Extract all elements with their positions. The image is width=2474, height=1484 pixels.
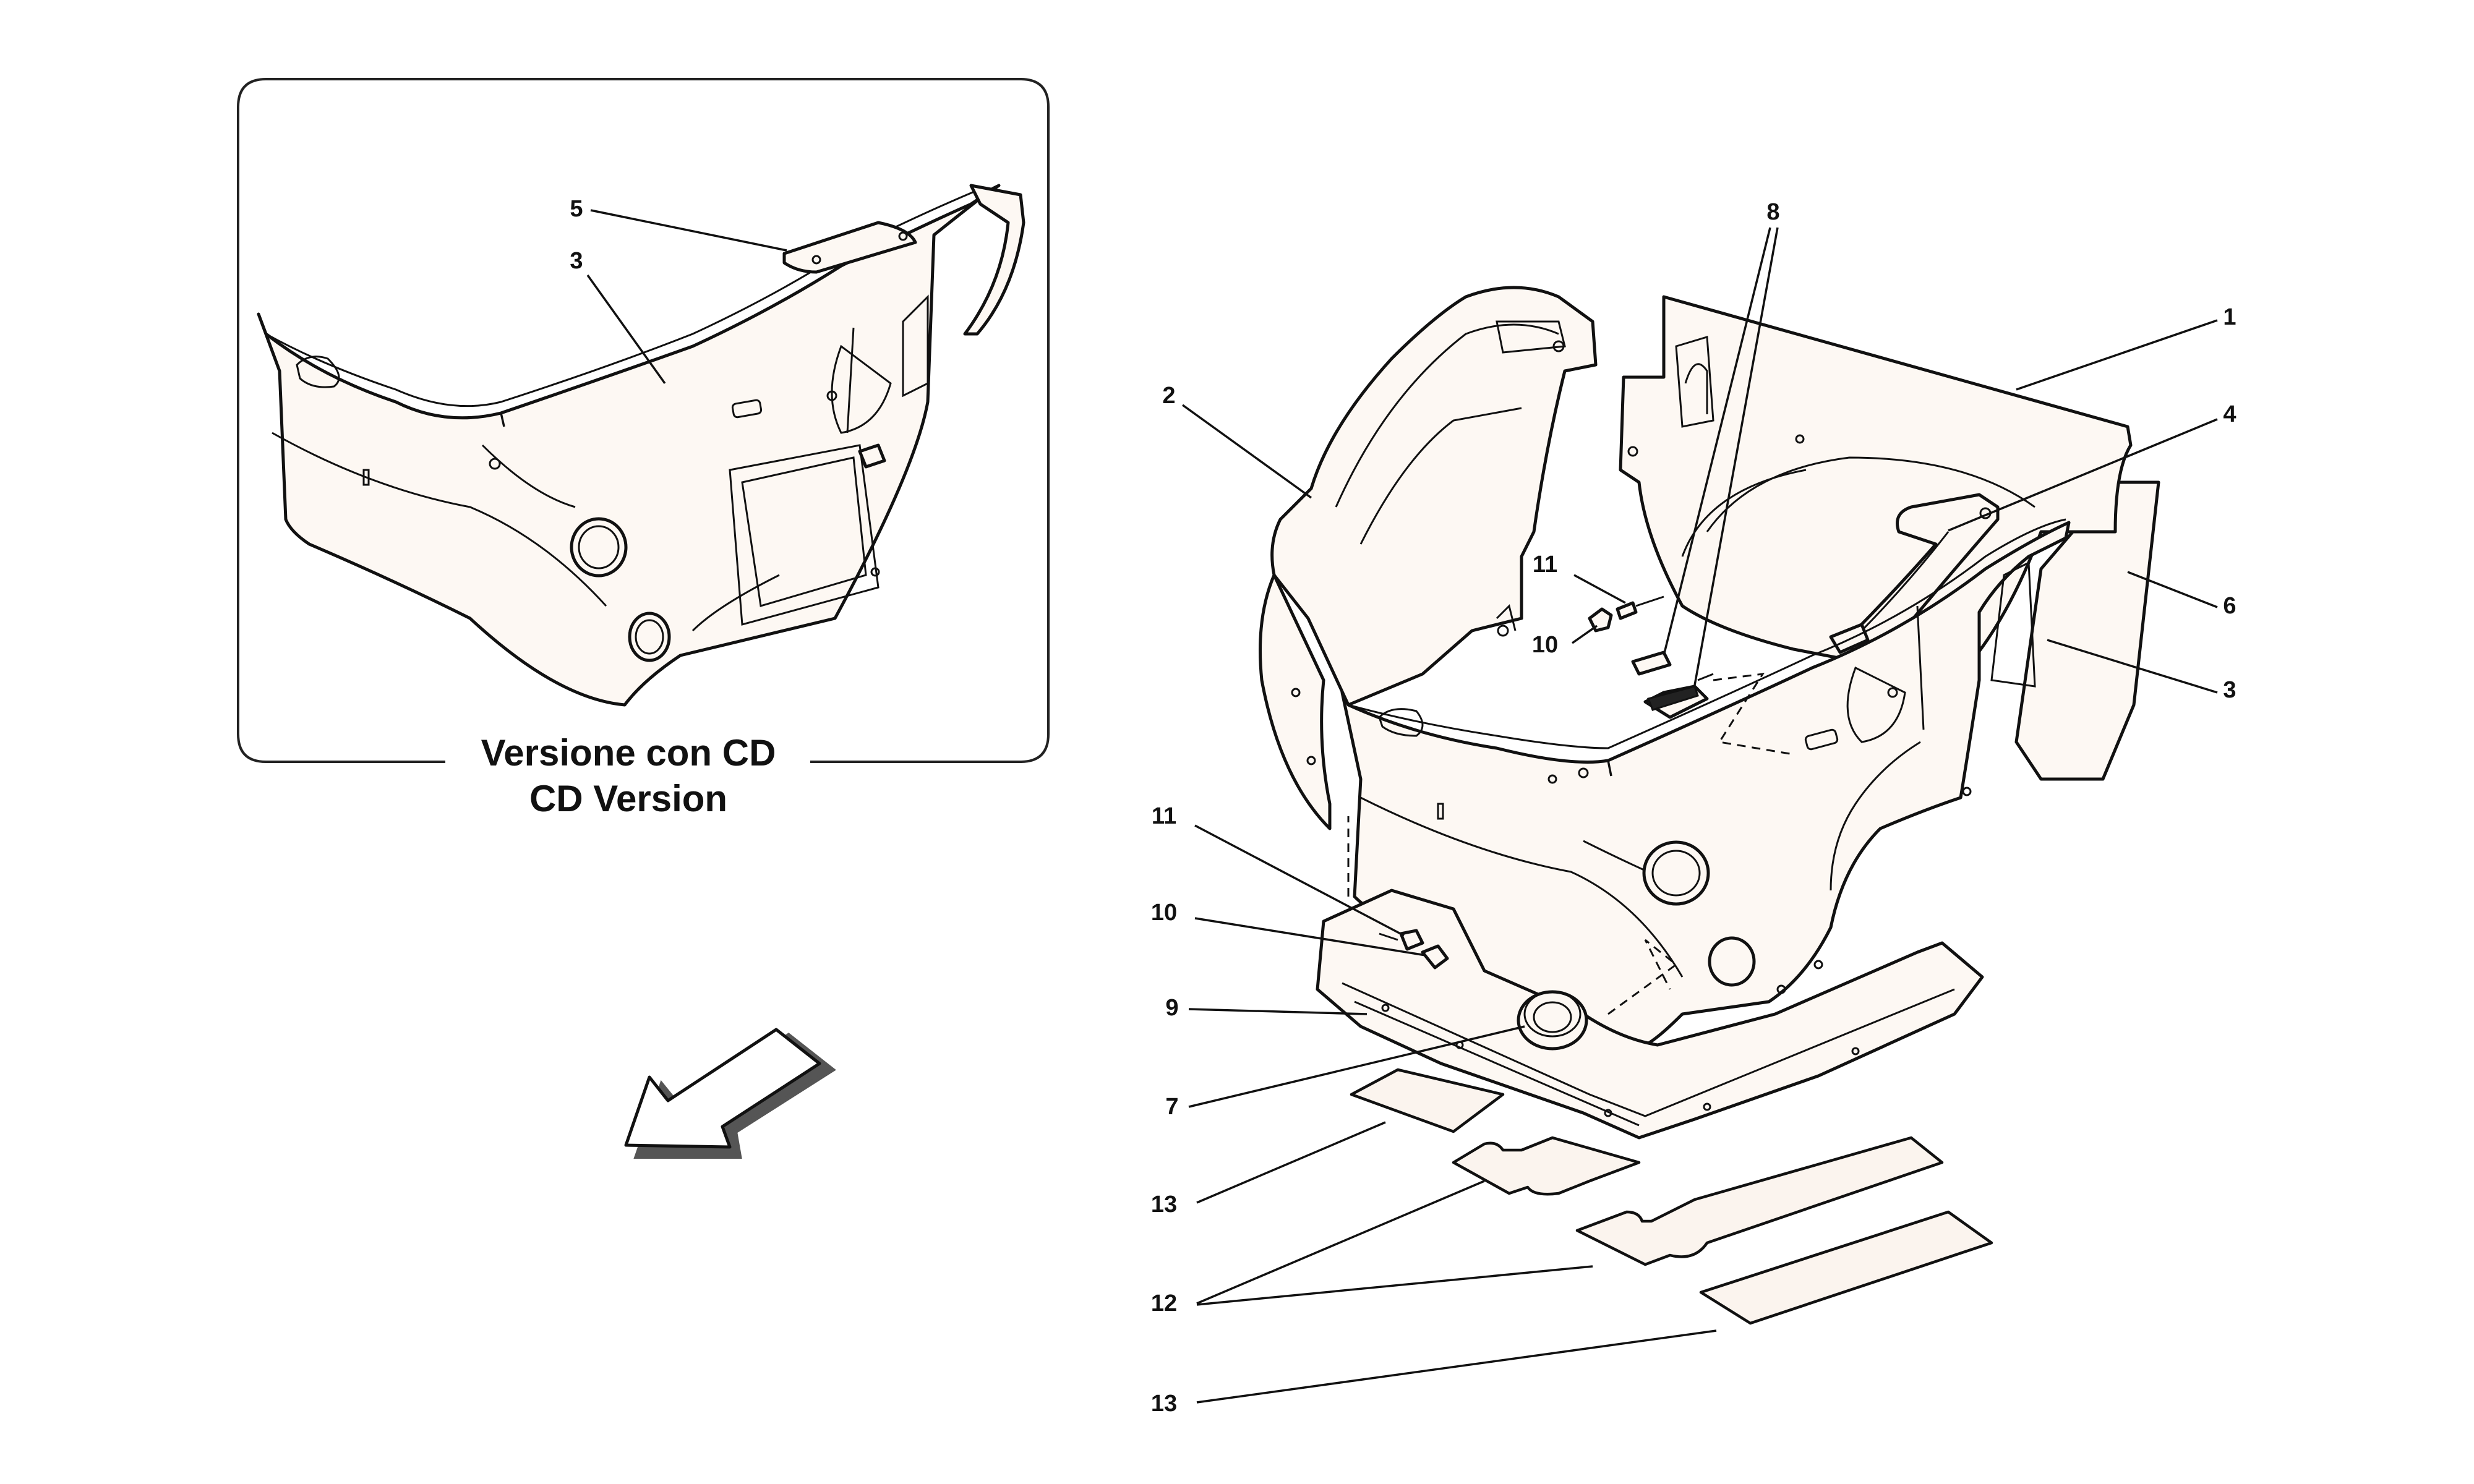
svg-text:9: 9: [1165, 995, 1178, 1021]
svg-text:10: 10: [1151, 900, 1177, 926]
part-13-pad-upper: [1350, 1068, 1505, 1133]
fastener-lower: [1379, 929, 1449, 970]
inset-caption-english: CD Version: [529, 778, 727, 819]
inset-trim-panel-drawing: [257, 184, 1025, 707]
fastener-upper: [1588, 595, 1664, 633]
callout-8: 8: [1663, 199, 1780, 686]
callout-3-main: 3: [2047, 639, 2236, 703]
inset-caption-italian: Versione con CD: [481, 732, 776, 774]
part-13-pad-lower: [1699, 1210, 1993, 1325]
svg-text:5: 5: [570, 196, 583, 222]
svg-text:4: 4: [2223, 401, 2236, 427]
svg-text:13: 13: [1151, 1192, 1177, 1217]
svg-text:12: 12: [1151, 1290, 1177, 1316]
part-2-left-panel: [1259, 286, 1598, 830]
svg-text:3: 3: [2223, 677, 2236, 703]
svg-text:11: 11: [1152, 803, 1176, 829]
part-12-pad-upper: [1452, 1136, 1641, 1196]
callout-9: 9: [1165, 995, 1368, 1021]
callout-11-lower: 11: [1152, 803, 1405, 937]
part-12-pad-lower: [1575, 1136, 1944, 1266]
svg-text:11: 11: [1533, 552, 1557, 578]
part-6-side-panel: [2014, 480, 2160, 781]
inset-callout-5: 5: [570, 196, 787, 252]
svg-text:6: 6: [2223, 593, 2236, 619]
svg-text:7: 7: [1165, 1094, 1178, 1120]
part-4-bracket: [1829, 493, 2000, 657]
callout-1: 1: [2016, 304, 2236, 391]
callout-6: 6: [2127, 571, 2236, 619]
main-assembly-drawing: [1259, 286, 2160, 1325]
inset-panel: Versione con CD CD Version: [237, 78, 1050, 819]
svg-text:13: 13: [1151, 1391, 1177, 1417]
part-8-switch-connector: [1631, 650, 1794, 756]
callout-4: 4: [1948, 401, 2236, 532]
inset-callout-3: 3: [570, 248, 666, 385]
direction-arrow-icon: [624, 1028, 836, 1159]
callout-7: 7: [1165, 1025, 1525, 1120]
svg-text:2: 2: [1162, 383, 1175, 409]
callout-2: 2: [1162, 383, 1312, 499]
part-3-front-trim-panel: [1340, 518, 2071, 1047]
callout-13-lower: 13: [1151, 1329, 1717, 1417]
svg-text:10: 10: [1532, 632, 1558, 658]
callout-10-upper: 10: [1532, 625, 1598, 658]
part-7-grommet: [1517, 939, 1678, 1051]
callout-13-upper: 13: [1151, 1121, 1386, 1217]
svg-text:1: 1: [2223, 304, 2236, 330]
callout-11-upper: 11: [1533, 552, 1626, 604]
svg-text:8: 8: [1766, 199, 1779, 225]
callout-12: 12: [1151, 1180, 1593, 1316]
callout-10-lower: 10: [1151, 900, 1426, 957]
svg-text:3: 3: [570, 248, 583, 274]
